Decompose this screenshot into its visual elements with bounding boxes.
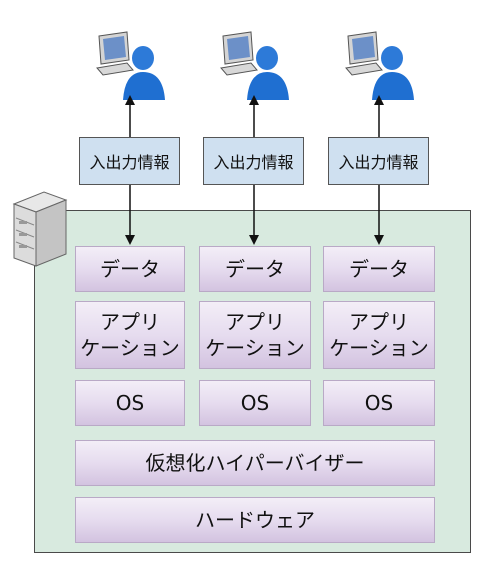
data-layer: データ (323, 246, 435, 292)
application-layer: アプリ ケーション (199, 301, 311, 369)
server-icon (10, 188, 68, 274)
application-layer: アプリ ケーション (75, 301, 185, 369)
application-layer: アプリ ケーション (323, 301, 435, 369)
user-with-computer-icon (342, 30, 416, 106)
os-layer: OS (75, 380, 185, 426)
io-info-box: 入出力情報 (203, 137, 304, 185)
data-layer: データ (75, 246, 185, 292)
hypervisor-layer: 仮想化ハイパーバイザー (75, 440, 435, 486)
os-layer: OS (323, 380, 435, 426)
io-info-box: 入出力情報 (79, 137, 180, 185)
user-with-computer-icon (93, 30, 167, 106)
os-layer: OS (199, 380, 311, 426)
io-info-box: 入出力情報 (328, 137, 429, 185)
data-layer: データ (199, 246, 311, 292)
user-with-computer-icon (217, 30, 291, 106)
hardware-layer: ハードウェア (75, 497, 435, 543)
